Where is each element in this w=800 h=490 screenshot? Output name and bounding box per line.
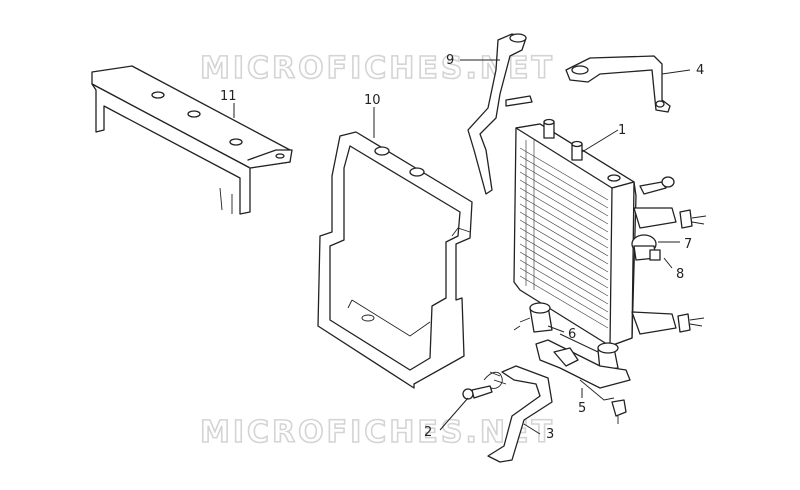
part-4-bracket [565,55,671,113]
callout-2: 2 [424,425,432,440]
callout-10: 10 [364,93,381,108]
part-3-stand [483,365,553,463]
leader-lines [233,59,691,435]
callout-5: 5 [578,401,586,416]
callout-1: 1 [618,123,626,138]
part-6-mounts [513,302,619,371]
part-2-screw [462,385,493,400]
callout-9: 9 [446,53,454,68]
part-9-hose [467,33,533,195]
callouts: 1 2 3 4 5 6 7 8 9 10 11 [220,53,704,442]
part-5-bracket [535,339,631,401]
radiator-fins [519,140,609,329]
part-10-frame [317,131,473,389]
screw-small [611,399,627,424]
callout-3: 3 [546,427,554,442]
watermark-bottom: MICROFICHES.NET [200,415,555,450]
part-1-radiator [513,118,707,347]
callout-8: 8 [676,267,684,282]
callout-11: 11 [220,89,237,104]
callout-6: 6 [568,327,576,342]
watermark-top: MICROFICHES.NET [200,51,555,86]
callout-7: 7 [684,237,692,252]
callout-4: 4 [696,63,704,78]
part-7-8-switch [631,234,661,261]
part-11-bracket [91,65,293,215]
